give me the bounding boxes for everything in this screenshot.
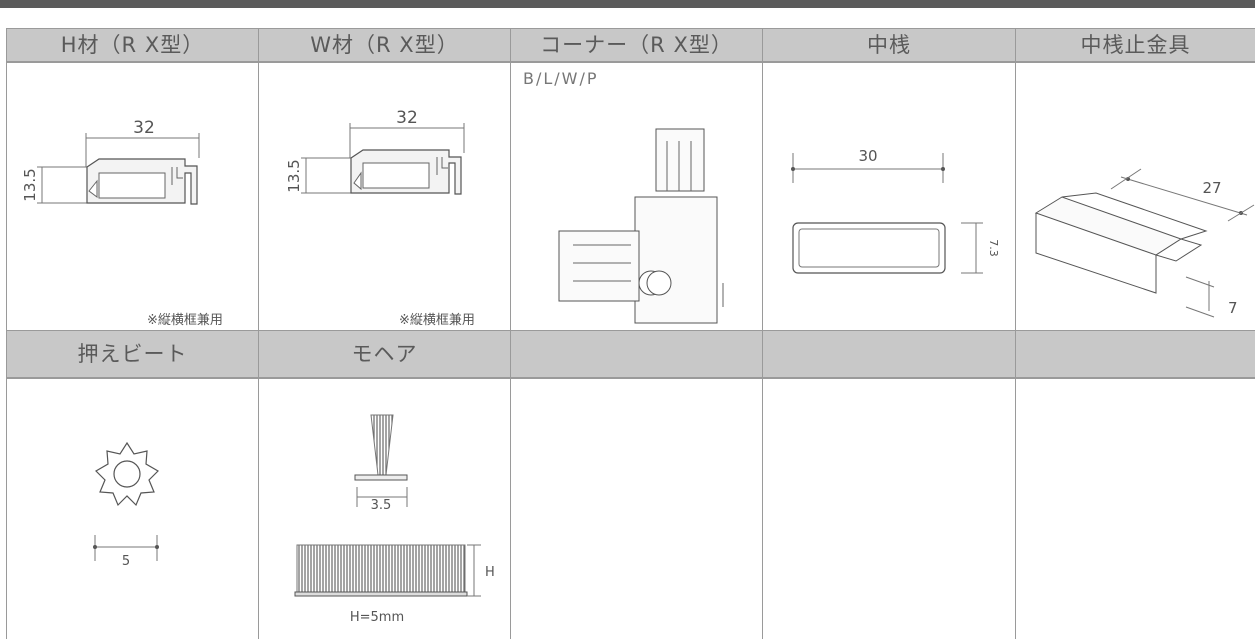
dim-height-label: 7 [1228,299,1238,317]
header-empty [510,330,762,378]
cell-corner: B/L/W/P [510,62,762,330]
cell-empty [510,378,762,639]
corner-piece-drawing [558,128,724,324]
cell-mid-bar-bracket: 27 7 [1015,62,1255,330]
header-label: 中桟 [867,33,911,57]
note-frame-dual-use: ※縦横框兼用 [147,313,223,328]
header-h-material: H材（R X型） [6,28,258,62]
dim-h-symbol: H [485,565,495,580]
dim-height-label: 7.3 [987,239,1000,257]
cell-empty [1015,378,1255,639]
top-divider-bar [0,0,1255,8]
header-corner: コーナー（R X型） [510,28,762,62]
bracket-drawing: 27 7 [1034,168,1255,318]
mid-bar-drawing: 30 7.3 [791,147,1000,274]
dim-base-label: 3.5 [371,498,392,513]
cell-mohair: 3.5 H H=5mm [258,378,510,639]
header-label: コーナー（R X型） [540,33,733,57]
header-mid-bar: 中桟 [762,28,1015,62]
dim-width-label: 32 [396,108,418,128]
dim-size-label: 5 [122,554,130,569]
header-mid-bar-bracket: 中桟止金具 [1015,28,1255,62]
h-profile-drawing: 32 13.5 [21,118,200,205]
dim-width-label: 30 [858,147,877,165]
header-label: モヘア [351,342,418,366]
header-mohair: モヘア [258,330,510,378]
dim-h-value: H=5mm [350,610,404,625]
dim-width-label: 32 [133,118,155,138]
w-profile-drawing: 32 13.5 [285,108,465,195]
cell-w-material: 32 13.5 ※縦横框兼用 [258,62,510,330]
cell-empty [762,378,1015,639]
dim-height-label: 13.5 [285,159,303,192]
parts-table: H材（R X型） W材（R X型） コーナー（R X型） 中桟 中桟止金具 32… [6,28,1255,639]
header-w-material: W材（R X型） [258,28,510,62]
header-empty [1015,330,1255,378]
bead-drawing: 5 [93,441,159,569]
header-label: W材（R X型） [310,33,459,57]
mohair-drawing: 3.5 H H=5mm [294,414,495,625]
cell-mid-bar: 30 7.3 [762,62,1015,330]
header-press-bead: 押えビート [6,330,258,378]
note-frame-dual-use: ※縦横框兼用 [399,313,475,328]
header-label: 押えビート [77,342,188,366]
header-empty [762,330,1015,378]
header-label: H材（R X型） [60,33,205,57]
dim-length-label: 27 [1202,179,1221,197]
cell-press-bead: 5 [6,378,258,639]
cell-h-material: 32 13.5 ※縦横框兼用 [6,62,258,330]
dim-height-label: 13.5 [21,168,39,201]
corner-variants-label: B/L/W/P [523,69,599,88]
header-label: 中桟止金具 [1080,33,1191,57]
